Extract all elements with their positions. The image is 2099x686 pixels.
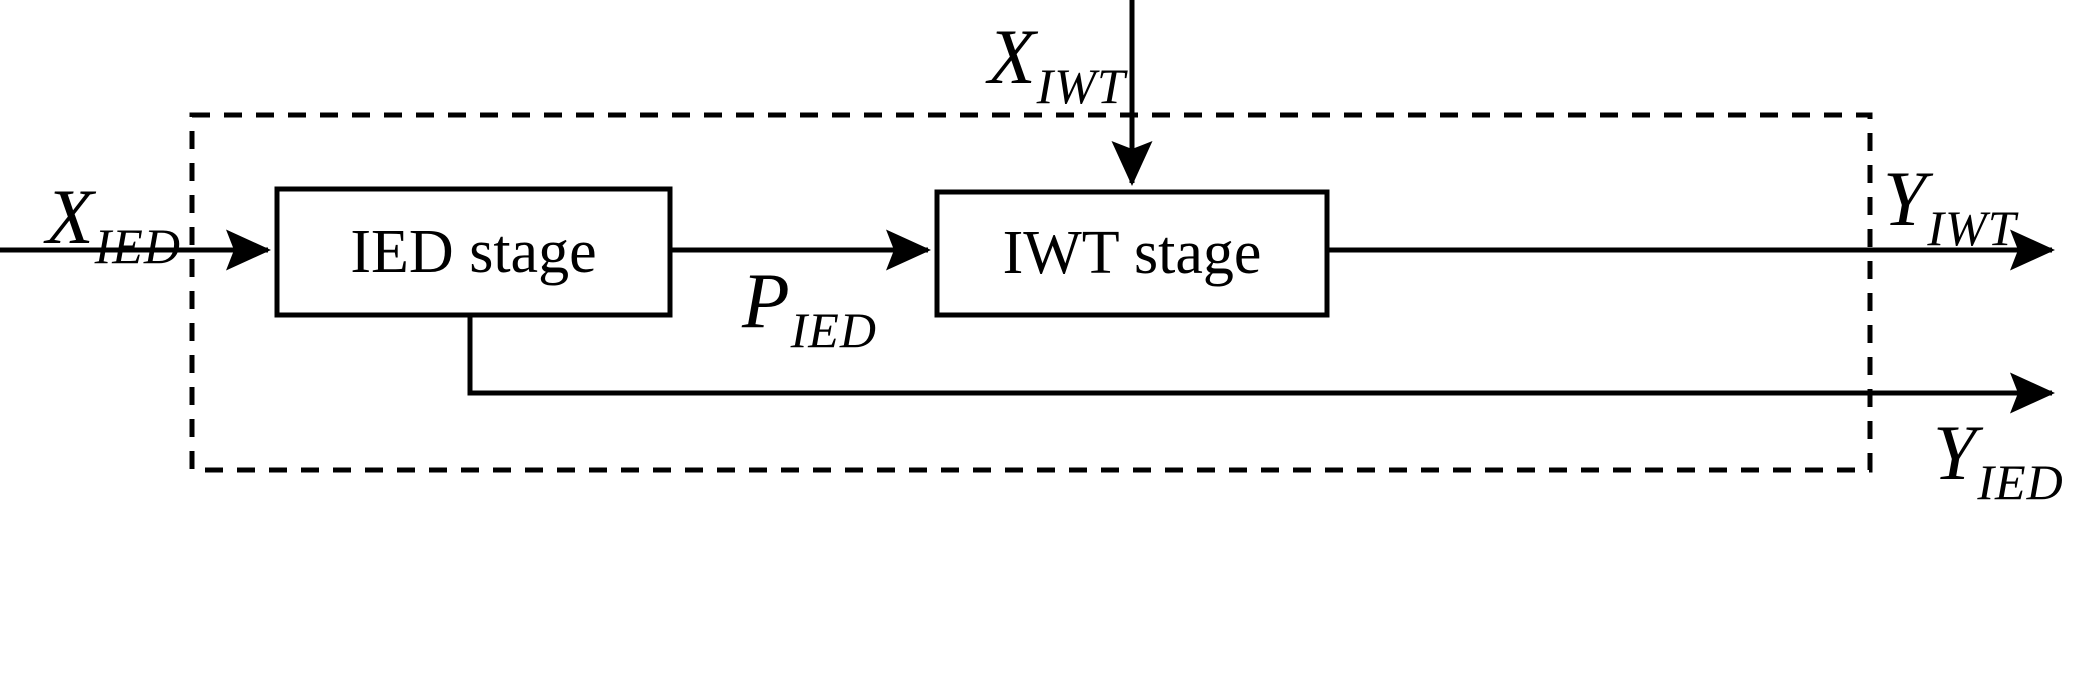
signal-label-x-ied: XIED: [46, 178, 180, 272]
signal-label-p-ied: PIED: [742, 262, 876, 356]
signal-x-iwt-base: X: [988, 13, 1036, 100]
arrow-y-ied-output: [467, 315, 2056, 414]
signal-y-iwt-base: Y: [1883, 155, 1927, 242]
signal-label-y-ied: YIED: [1933, 414, 2063, 508]
signal-y-ied-subscript: IED: [1977, 454, 2064, 510]
signal-y-iwt-subscript: IWT: [1927, 200, 2017, 256]
iwt-stage-block[interactable]: [934, 189, 1330, 318]
system-boundary-dashed-rect: [189, 112, 1873, 473]
signal-x-iwt-subscript: IWT: [1036, 58, 1126, 114]
signal-label-y-iwt: YIWT: [1883, 160, 2016, 254]
signal-x-ied-subscript: IED: [94, 218, 181, 274]
signal-y-ied-base: Y: [1933, 409, 1977, 496]
signal-x-ied-base: X: [46, 173, 94, 260]
signal-p-ied-subscript: IED: [790, 302, 877, 358]
ied-stage-block[interactable]: [274, 186, 673, 318]
signal-p-ied-base: P: [742, 257, 790, 344]
signal-label-x-iwt: XIWT: [988, 18, 1125, 112]
